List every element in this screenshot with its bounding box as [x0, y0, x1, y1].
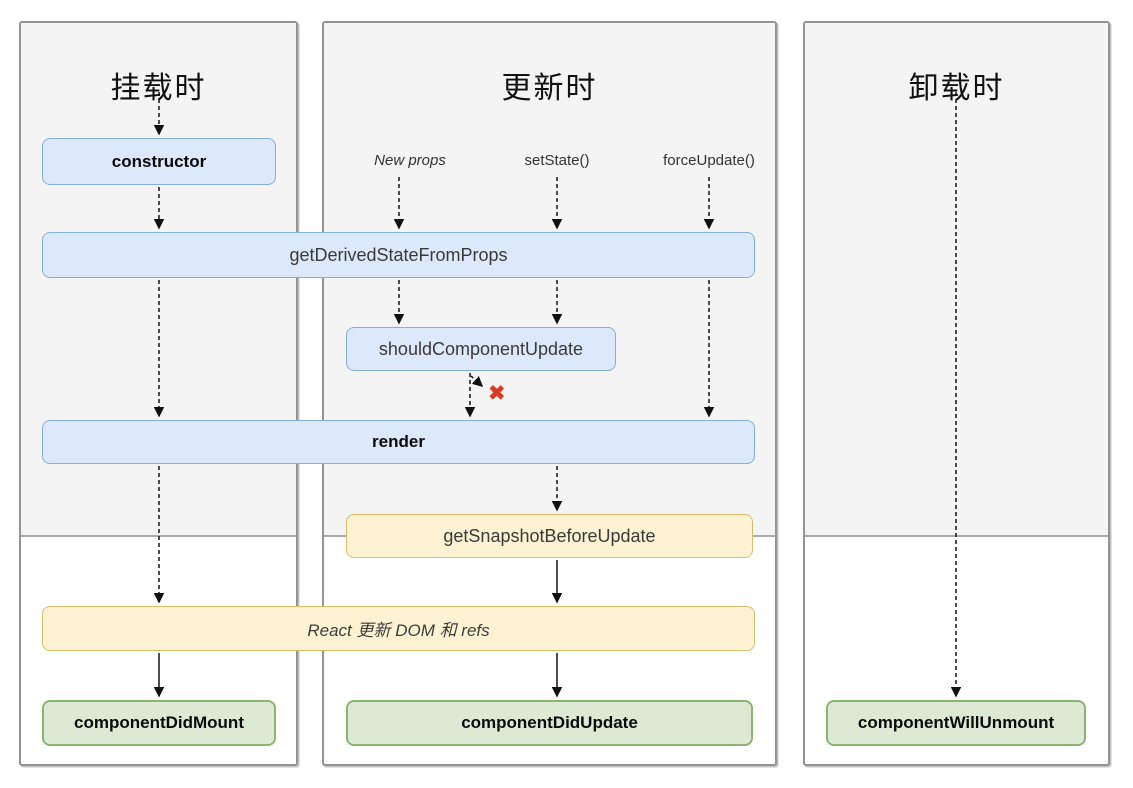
- trigger-new-props-label: New props: [374, 152, 446, 169]
- node-getderivedstatefromprops: getDerivedStateFromProps: [42, 232, 755, 278]
- node-getsnapshotbeforeupdate: getSnapshotBeforeUpdate: [346, 514, 753, 558]
- node-react-updates-dom: React 更新 DOM 和 refs: [42, 606, 755, 651]
- column-title-mounting: 挂载时: [110, 72, 207, 105]
- column-mounting: 挂载时: [19, 21, 298, 766]
- trigger-forceupdate-label: forceUpdate(): [663, 152, 755, 169]
- node-render: render: [42, 420, 755, 464]
- column-unmounting: 卸载时: [803, 21, 1110, 766]
- cancel-render-icon: ✖: [488, 382, 506, 405]
- node-componentwillunmount: componentWillUnmount: [826, 700, 1086, 746]
- trigger-setstate-label: setState(): [524, 152, 590, 169]
- node-constructor: constructor: [42, 138, 276, 185]
- column-updating: 更新时: [322, 21, 777, 766]
- column-title-unmounting: 卸载时: [908, 72, 1005, 105]
- node-componentdidmount: componentDidMount: [42, 700, 276, 746]
- node-componentdidupdate: componentDidUpdate: [346, 700, 753, 746]
- node-shouldcomponentupdate: shouldComponentUpdate: [346, 327, 616, 371]
- column-title-updating: 更新时: [501, 72, 598, 105]
